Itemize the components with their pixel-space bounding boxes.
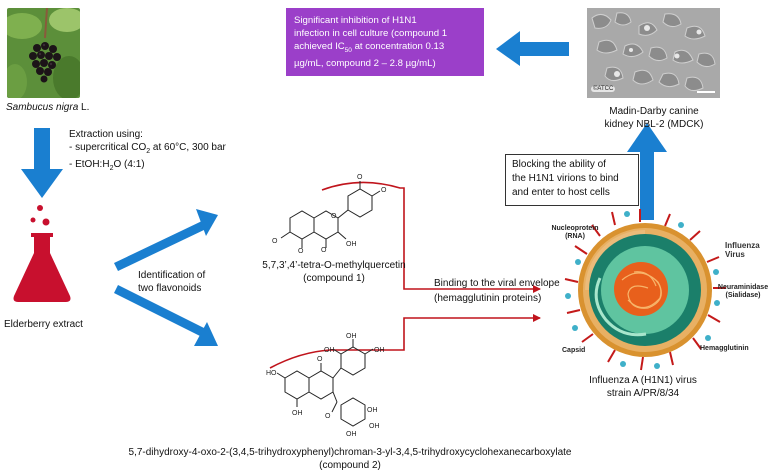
atom-label: O xyxy=(321,247,327,254)
arrow-to-compound1 xyxy=(114,209,218,271)
nucleoprotein-label: Nucleoprotein (RNA) xyxy=(551,225,599,240)
compound1-structure xyxy=(280,181,381,248)
influenza-virus-title: Influenza Virus xyxy=(725,241,760,259)
compound1-caption: 5,7,3’,4’-tetra-O-methylquercetin (compo… xyxy=(262,260,406,284)
atom-label: O xyxy=(331,213,337,220)
identification-label: Identification of two flavonoids xyxy=(138,270,206,294)
atcc-watermark: ©ATCC xyxy=(591,86,616,92)
compound2-caption: 5,7-dihydroxy-4-oxo-2-(3,4,5-trihydroxyp… xyxy=(128,447,572,471)
extract-label: Elderberry extract xyxy=(4,319,83,330)
atom-label: O xyxy=(317,356,323,363)
atom-label: HO xyxy=(266,370,277,377)
atom-label: OH xyxy=(324,347,335,354)
atom-label: OH xyxy=(346,333,357,340)
atom-label: OH xyxy=(346,431,357,438)
connector-compound1-to-virus xyxy=(321,181,541,293)
extraction-methods: Extraction using: - supercritical CO2 at… xyxy=(69,128,226,175)
atom-label: OH xyxy=(292,410,303,417)
extraction-heading: Extraction using: xyxy=(69,129,143,140)
atom-label: O xyxy=(357,174,363,181)
elderberry-photo xyxy=(7,8,80,98)
virus-illustration xyxy=(564,209,726,371)
extraction-method-co2: - supercritical CO2 at 60°C, 300 bar xyxy=(69,142,226,155)
compound2-structure xyxy=(276,339,374,427)
atom-label: O xyxy=(325,413,331,420)
arrow-to-compound2 xyxy=(114,285,218,346)
connector-compound2-to-virus xyxy=(269,314,541,369)
hemagglutinin-spikes xyxy=(564,209,726,371)
atom-label: OH xyxy=(346,241,357,248)
neuraminidase-knobs xyxy=(565,211,720,369)
arrow-down-plant-to-extract xyxy=(21,128,63,198)
arrow-up-virus-to-cells xyxy=(627,123,667,220)
arrow-left-cells-to-result xyxy=(496,31,569,66)
atom-label: O xyxy=(298,248,304,255)
capsid-label: Capsid xyxy=(562,347,586,354)
hemagglutinin-label: Hemagglutinin xyxy=(700,345,749,352)
atom-label: OH xyxy=(369,423,380,430)
atom-label: O xyxy=(381,187,387,194)
extraction-method-ethanol: - EtOH:H2O (4:1) xyxy=(69,159,145,172)
neuraminidase-label: Neuraminidase (Sialidase) xyxy=(717,284,769,299)
mdck-cells-image xyxy=(587,8,720,98)
cell-line-caption: Madin-Darby canine kidney NBL-2 (MDCK) xyxy=(604,106,704,130)
atom-label: OH xyxy=(367,407,378,414)
blocking-box: Blocking the ability of the H1N1 virions… xyxy=(505,154,639,206)
virus-caption: Influenza A (H1N1) virus strain A/PR/8/3… xyxy=(589,375,697,399)
result-box: Significant inhibition of H1N1 infection… xyxy=(286,8,484,76)
atom-label: OH xyxy=(374,347,385,354)
plant-name: Sambucus nigra L. xyxy=(6,102,90,113)
atom-label: O xyxy=(272,238,278,245)
flask-icon xyxy=(13,205,71,302)
binding-label: Binding to the viral envelope (hemagglut… xyxy=(434,278,560,304)
